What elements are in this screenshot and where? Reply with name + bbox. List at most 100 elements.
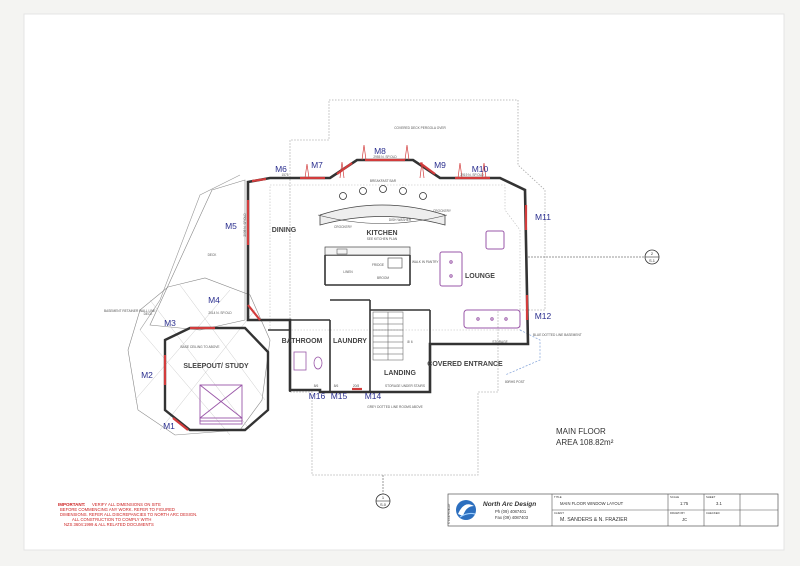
fridge-space <box>387 257 403 269</box>
dim-m16: 8/6 <box>314 384 319 388</box>
kitchen-island-front <box>317 214 448 224</box>
window-m12: M12 <box>535 311 552 321</box>
client-label: CLIENT <box>554 511 564 515</box>
dim-m15: 8/6 <box>334 384 339 388</box>
company-fax: Fax (09) 4087403 <box>495 515 529 520</box>
room-covered-entrance: COVERED ENTRANCE <box>427 361 503 368</box>
note-fridge: FRIDGE <box>372 263 384 267</box>
note-deck-lower: DECK <box>144 312 154 316</box>
drawn-value: JC <box>682 517 687 522</box>
copyright: © COPYRIGHT <box>447 503 451 524</box>
window-m9: M9 <box>434 160 446 170</box>
company-phone: Ph (09) 4087401 <box>495 509 527 514</box>
dim-m5: 2938 N. SP.OLD <box>243 213 247 237</box>
sleepout-bed <box>199 384 243 425</box>
scale-label: SCALE <box>670 495 679 499</box>
note-post: 80RHS POST <box>505 380 525 384</box>
lounge-furniture <box>439 230 521 329</box>
note-crockery-right: CROCKERY <box>433 209 452 213</box>
room-kitchen: KITCHEN <box>366 230 397 237</box>
window-m3: M3 <box>164 318 176 328</box>
window-m15: M15 <box>331 391 348 401</box>
area-value: AREA 108.82m² <box>556 438 614 447</box>
note-see-kitchen: SEE KITCHEN PLAN <box>367 237 398 241</box>
section-right-sheet: S.1 <box>649 258 656 263</box>
window-m4: M4 <box>208 295 220 305</box>
window-m11: M11 <box>535 212 551 222</box>
window-m16: M16 <box>309 391 326 401</box>
dim-m4: 2014 N. SP.OLD <box>208 311 232 315</box>
note-covered-deck: COVERED DECK PERGOLA OVER <box>394 126 446 130</box>
basement-blue-line <box>504 329 541 376</box>
room-landing: LANDING <box>384 370 416 377</box>
note-ceiling: BASE CEILING TO ABOVE <box>180 345 219 349</box>
title-block: North Arc Design Ph (09) 4087401 Fax (09… <box>447 493 779 527</box>
note-dish-washer: DISH WASHER <box>389 218 412 222</box>
checked-label: CHECKED <box>706 511 720 515</box>
paper-frame <box>23 13 785 551</box>
basement-retainer-line <box>139 174 241 331</box>
section-marker-right: 2 S.1 <box>528 249 660 265</box>
window-openings <box>163 158 529 431</box>
title-label: TITLE <box>554 495 562 499</box>
note-breakfast-bar: BREAKFAST BAR <box>370 179 397 183</box>
section-top-sheet: S.0 <box>380 502 387 507</box>
sink <box>336 248 348 255</box>
window-m7: M7 <box>311 160 323 170</box>
note-storage: STORAGE <box>492 340 508 344</box>
room-lounge: LOUNGE <box>465 273 495 280</box>
room-sleepout: SLEEPOUT/ STUDY <box>183 363 249 370</box>
drawn-label: DRAWN BY <box>670 511 685 515</box>
note-pantry: WALK IN PANTRY <box>412 260 439 264</box>
window-m1: M1 <box>163 421 175 431</box>
room-laundry: LAUNDRY <box>333 338 367 345</box>
staircase <box>372 311 404 361</box>
kitchen-island-bench <box>319 204 446 226</box>
dim-mid: 8/ 6 <box>407 340 413 344</box>
window-swing-marks <box>304 144 487 179</box>
dim-m10: 2919 N. SP.OLD <box>460 173 484 177</box>
dim-m8: 2955 N. SP.OLD <box>373 155 397 159</box>
notes-line-3: DIMENSIONS. REFER ALL DISCREPANCIES TO N… <box>60 512 197 517</box>
notes-line-5: NZS 3604:1999 & ALL RELATED DOCUMENTS <box>64 522 154 527</box>
window-m6: M6 <box>275 164 287 174</box>
deck-outline <box>149 179 246 331</box>
client-name: M. SANDERS & N. FRAZIER <box>560 517 628 523</box>
notes-line-1: VERIFY ALL DIMENSIONS ON SITE <box>92 502 161 507</box>
note-blue-dotted: BLUE DOTTED LINE BASEMENT <box>533 333 582 337</box>
bathroom-fixtures <box>293 351 323 371</box>
scale-value: 1:75 <box>680 501 689 506</box>
company-name: North Arc Design <box>483 501 536 508</box>
section-right-num: 2 <box>651 251 654 256</box>
note-broom: BROOM <box>377 276 389 280</box>
note-storage-stairs: STORAGE UNDER STAIRS <box>385 384 425 388</box>
note-basement: BASEMENT RETAINER WALL LINE <box>104 309 156 313</box>
inner-dotted-outline <box>269 184 521 331</box>
notes-lines: VERIFY ALL DIMENSIONS ON SITE BEFORE COM… <box>60 502 197 527</box>
note-crockery-left: CROCKERY <box>334 225 353 229</box>
section-top-num: 1 <box>382 495 385 500</box>
deck-boards <box>134 284 266 436</box>
window-m5: M5 <box>225 221 237 231</box>
note-linen: LINEN <box>343 270 353 274</box>
window-m2: M2 <box>141 370 153 380</box>
room-bathroom: BATHROOM <box>282 338 323 345</box>
drawing-title: MAIN FLOOR WINDOW LAYOUT <box>560 501 624 506</box>
window-m14: M14 <box>365 391 382 401</box>
notes-important: IMPORTANT: <box>58 502 86 507</box>
dim-m6: 1575 <box>281 173 288 177</box>
notes-line-2: BEFORE COMMENCING ANY WORK. REFER TO FIG… <box>60 507 175 512</box>
sheet-value: 3.1 <box>716 501 722 506</box>
company-logo <box>456 500 476 520</box>
room-dining: DINING <box>272 227 297 234</box>
kitchen-bench <box>324 246 411 256</box>
note-grey-dotted: GREY DOTTED LINE ROOMS ABOVE <box>367 405 423 409</box>
note-deck: DECK <box>208 253 218 257</box>
section-marker-top: 1 S.0 <box>375 475 391 509</box>
area-title: MAIN FLOOR <box>556 427 606 436</box>
window-m10: M10 <box>472 164 489 174</box>
notes-line-4: ALL CONSTRUCTION TO COMPLY WITH <box>72 517 151 522</box>
dim-m14: 20/8 <box>353 384 359 388</box>
